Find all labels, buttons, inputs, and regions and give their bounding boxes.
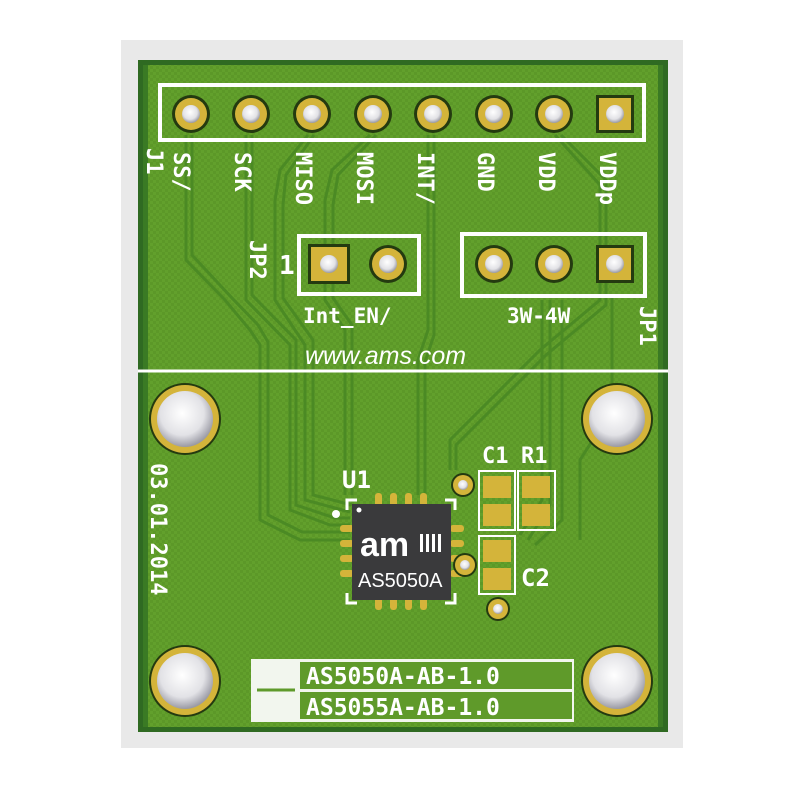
mounting-hole-bottom-right: [581, 645, 653, 717]
mounting-hole-top-right: [581, 383, 653, 455]
date-text: 03.01.2014: [145, 463, 170, 595]
j1-label-mosi: MOSI: [351, 152, 376, 205]
j1-label-miso: MISO: [290, 152, 315, 205]
jp2-label: Int_EN/: [303, 304, 392, 328]
j1-outline: [158, 83, 646, 142]
via-2: [453, 553, 477, 577]
u1-pins: [340, 493, 464, 610]
j1-label-vdd: VDD: [533, 152, 558, 192]
u1-logo: am: [360, 526, 409, 564]
variant-2-label: AS5055A-AB-1.0: [306, 695, 500, 721]
j1-pin-8: [596, 95, 634, 133]
j1-label-sck: SCK: [229, 152, 254, 192]
j1-pin-2: [232, 95, 270, 133]
c2-pad-1: [483, 540, 511, 562]
c2-ref: C2: [521, 564, 550, 592]
j1-label-vddp: VDDp: [594, 152, 619, 205]
website-text: www.ams.com: [305, 342, 466, 370]
jp1-ref: JP1: [634, 306, 659, 346]
jp2-pin1-marker: 1: [279, 251, 295, 281]
jp2-pin-1: [308, 244, 350, 284]
r1-ref: R1: [521, 444, 548, 469]
jp2-outline: [297, 234, 421, 296]
jp1-label: 3W-4W: [507, 304, 571, 328]
c2-pad-2: [483, 568, 511, 590]
jp2-pin-2: [369, 245, 407, 283]
via-3: [486, 597, 510, 621]
j1-pin-7: [535, 95, 573, 133]
variant-1-label: AS5050A-AB-1.0: [306, 664, 500, 690]
c1-pad-2: [483, 504, 511, 526]
via-1: [451, 473, 475, 497]
jp1-pin-2: [535, 245, 573, 283]
jp1-pin-1: [475, 245, 513, 283]
j1-label-ss: SS/: [168, 152, 193, 192]
j1-pin-6: [475, 95, 513, 133]
mounting-hole-top-left: [149, 383, 221, 455]
c1-pad-1: [483, 476, 511, 498]
j1-pins: [172, 95, 634, 133]
jp1-pin-3: [596, 245, 634, 283]
c1-ref: C1: [482, 444, 509, 469]
j1-label-int: INT/: [412, 152, 437, 205]
j1-ref: J1: [141, 148, 166, 175]
j1-pin-4: [354, 95, 392, 133]
board-substrate: [143, 65, 663, 727]
r1-pad-1: [522, 476, 550, 498]
mounting-hole-bottom-left: [149, 645, 221, 717]
j1-label-gnd: GND: [472, 152, 497, 192]
j1-pin-1: [172, 95, 210, 133]
u1-courtyard: [345, 498, 457, 605]
r1-pad-2: [522, 504, 550, 526]
pin1-dot: [332, 510, 340, 518]
ams-logo-mark: [420, 534, 441, 552]
jp1-outline: [460, 232, 647, 298]
u1-ref: U1: [342, 466, 371, 494]
u1-part: AS5050A: [358, 570, 443, 592]
j1-pin-3: [293, 95, 331, 133]
j1-pin-5: [414, 95, 452, 133]
jp2-ref: JP2: [244, 240, 269, 280]
